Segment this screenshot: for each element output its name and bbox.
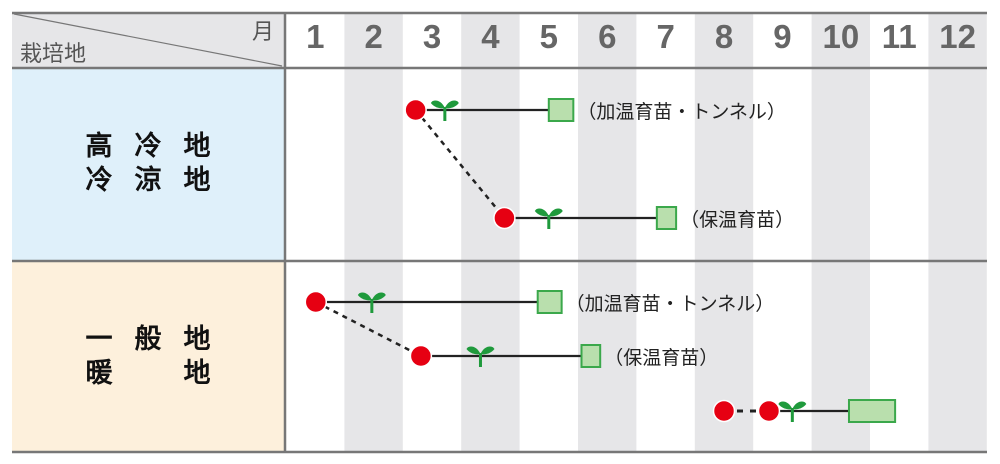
month-column-shade — [928, 12, 987, 452]
month-label: 6 — [598, 18, 617, 55]
method-note: （保温育苗） — [680, 209, 795, 231]
region-row-cold: 高冷地冷涼地 — [12, 68, 284, 260]
region-row-warm: 一般地暖 地 — [12, 262, 284, 452]
sprout-icon — [357, 292, 386, 313]
month-column-shade — [461, 12, 520, 452]
month-column-shade — [578, 12, 637, 452]
planting-box — [547, 98, 575, 122]
month-label: 12 — [939, 18, 976, 55]
region-name: 高冷地 — [85, 131, 233, 162]
month-column-shade — [694, 12, 754, 452]
month-label: 10 — [822, 18, 860, 55]
region-name: 冷涼地 — [85, 165, 233, 196]
header-diagonal — [13, 13, 283, 67]
month-label: 1 — [306, 18, 325, 55]
sowing-dot — [493, 206, 516, 230]
month-label: 2 — [364, 18, 383, 55]
sowing-dot — [409, 344, 433, 368]
planting-box — [580, 344, 602, 368]
month-label: 4 — [481, 18, 500, 55]
planting-box — [847, 399, 897, 423]
sprout-icon — [534, 208, 563, 229]
connector-dashed-line — [414, 109, 506, 219]
month-column-shade — [811, 12, 870, 452]
region-name: 一般地 — [85, 324, 233, 355]
month-column-shade — [344, 12, 403, 452]
sprout-icon — [778, 401, 807, 422]
sowing-dot — [304, 290, 328, 314]
month-label: 7 — [656, 18, 675, 55]
region-name: 暖 地 — [85, 358, 233, 389]
month-label: 9 — [773, 18, 792, 55]
planting-box — [536, 290, 563, 314]
month-header-label: 月 — [252, 20, 275, 45]
month-label: 5 — [539, 18, 559, 55]
sowing-dot — [712, 399, 736, 423]
month-label: 8 — [714, 18, 734, 55]
planting-box — [655, 206, 678, 230]
method-note: （保温育苗） — [604, 347, 719, 369]
sowing-dot — [404, 98, 427, 122]
region-header-label: 栽培地 — [20, 42, 87, 67]
sowing-dot — [757, 399, 781, 423]
method-note: （加温育苗・トンネル） — [577, 101, 786, 123]
sprout-icon — [466, 346, 495, 367]
month-label: 11 — [881, 18, 917, 55]
method-note: （加温育苗・トンネル） — [565, 293, 775, 315]
month-label: 3 — [422, 18, 442, 55]
sprout-icon — [430, 100, 459, 121]
